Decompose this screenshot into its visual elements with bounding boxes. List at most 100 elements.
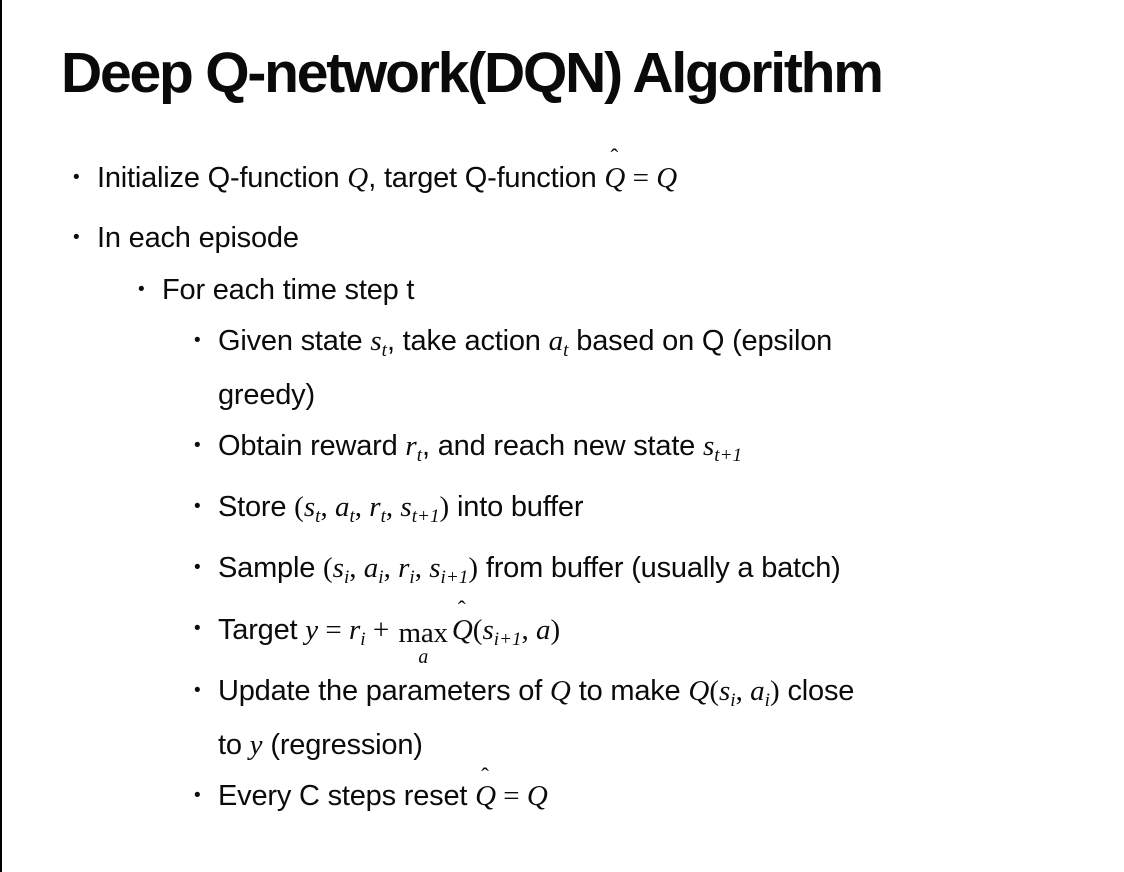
text-run: Update the parameters of [218, 675, 550, 708]
math-var-with-subscript: st [370, 325, 387, 361]
math-var: s [718, 675, 731, 708]
math-var: Q [604, 162, 626, 194]
math-run: ( [294, 491, 304, 524]
math-var-with-subscript: si+1 [429, 552, 468, 588]
max-operator: max [398, 616, 448, 649]
math-run: + [365, 614, 397, 647]
text-run: Every C steps reset [218, 780, 476, 813]
math-var: r [405, 430, 417, 463]
text-run: close [779, 675, 855, 708]
math-subscript: t [315, 506, 321, 528]
bullet-item: • In each episode [0, 216, 1108, 260]
math-run: = [496, 780, 527, 813]
text-run: , target Q-function [368, 162, 605, 194]
math-subscript: i [730, 690, 736, 712]
math-var-with-subscript: at [548, 325, 569, 361]
math-var: s [332, 552, 344, 585]
bullet-text: Initialize Q-function Q, target Q-functi… [97, 146, 1108, 200]
math-var: a [334, 491, 350, 524]
math-var: a [548, 325, 564, 357]
bullet-text: Store (st, at, rt, st+1) into buffer [218, 485, 1108, 539]
math-run: , [385, 491, 401, 524]
math-run: , [735, 675, 751, 708]
text-run: to make [570, 675, 689, 708]
math-run: ) [439, 491, 450, 524]
hat-accent: ˆ [457, 597, 466, 624]
text-run: , and reach new state [422, 430, 703, 463]
math-run: ) [468, 552, 479, 585]
max-under-var: a [418, 646, 428, 669]
math-subscript: t+1 [411, 506, 440, 528]
math-var: s [303, 491, 316, 524]
math-run: ( [323, 552, 333, 585]
math-subscript: t [416, 445, 423, 467]
bullet-marker: • [194, 435, 201, 457]
math-run: y [249, 729, 263, 762]
math-var-with-subscript: rt [405, 430, 422, 466]
math-run: ) [550, 614, 561, 647]
bullet-marker: • [194, 785, 201, 807]
window-left-border [0, 0, 2, 872]
math-var: s [429, 552, 441, 585]
math-var-with-subscript: ri [349, 614, 366, 650]
math-run: , [414, 552, 430, 585]
math-subscript: i [409, 567, 415, 589]
slide-title: Deep Q-network(DQN) Algorithm [61, 41, 884, 105]
math-var: a [363, 552, 379, 585]
bullet-text: In each episode [97, 216, 1108, 260]
math-run: a [536, 614, 551, 647]
math-var-with-subscript: ai [363, 552, 384, 588]
math-subscript: t [349, 506, 355, 528]
hat-accent: ˆ [610, 145, 619, 172]
math-subscript: i [764, 690, 770, 712]
math-subscript: t [380, 506, 386, 528]
math-run: ( [472, 614, 483, 647]
text-run: Initialize Q-function [97, 162, 348, 194]
math-var: r [369, 491, 381, 524]
math-run: ( [709, 675, 719, 708]
math-run: , [320, 491, 335, 524]
math-var: Q [451, 614, 473, 647]
bullet-marker: • [194, 330, 201, 351]
text-run: , take action [386, 325, 549, 357]
bullet-item: •Given state st, take action at based on… [0, 319, 1108, 417]
bullet-item: •Store (st, at, rt, st+1) into buffer [0, 485, 1108, 539]
bullet-marker: • [73, 227, 80, 248]
text-run: Store [218, 491, 295, 524]
math-var: r [349, 614, 361, 647]
math-var-with-subscript: at [334, 491, 355, 527]
math-var-with-subscript: si [332, 552, 350, 588]
math-subscript: i+1 [493, 629, 522, 651]
bullet-marker: • [73, 167, 80, 188]
bullet-item: •Update the parameters of Q to make Q(si… [0, 669, 1108, 767]
bullet-item: •Sample (si, ai, ri, si+1) from buffer (… [0, 546, 1108, 600]
math-var-with-subscript: ri [398, 552, 415, 588]
text-run: (regression) [262, 729, 423, 762]
text-run: greedy) [218, 379, 315, 412]
bullet-text: For each time step t [162, 268, 1108, 312]
math-var: s [370, 325, 382, 357]
text-run: from buffer (usually a batch) [478, 552, 841, 585]
math-run: ) [769, 675, 780, 708]
math-subscript: t [563, 340, 569, 362]
math-run: Q [347, 162, 369, 194]
math-run: Q [688, 675, 710, 708]
math-var: s [482, 614, 494, 647]
math-var: r [398, 552, 410, 585]
text-run: based on Q (epsilon [568, 325, 833, 357]
text-run: For each time step t [162, 274, 415, 306]
bullet-text: Obtain reward rt, and reach new state st… [218, 424, 1108, 478]
math-run: , [521, 614, 537, 647]
text-run: Obtain reward [218, 430, 406, 463]
math-run: Q [549, 675, 571, 708]
bullet-marker: • [194, 496, 201, 518]
math-run: y [305, 614, 319, 647]
bullet-marker: • [138, 279, 145, 300]
math-var: a [750, 675, 765, 708]
bullet-item: • For each time step t [0, 268, 1108, 312]
math-run: = [625, 162, 657, 194]
